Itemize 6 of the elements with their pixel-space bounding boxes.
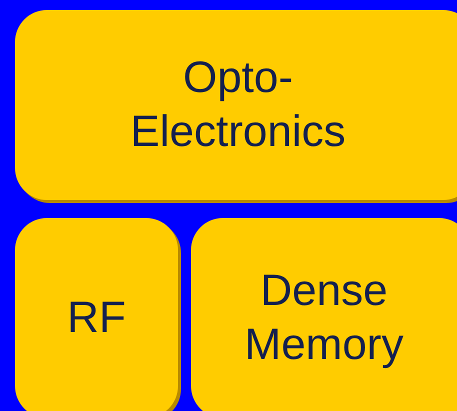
box-label: Dense Memory (244, 265, 404, 371)
box-label: Opto- Electronics (129, 52, 347, 158)
rounded-box (191, 218, 457, 411)
rounded-box (15, 218, 178, 411)
box-label: RF (66, 292, 127, 344)
rounded-box (15, 10, 457, 200)
